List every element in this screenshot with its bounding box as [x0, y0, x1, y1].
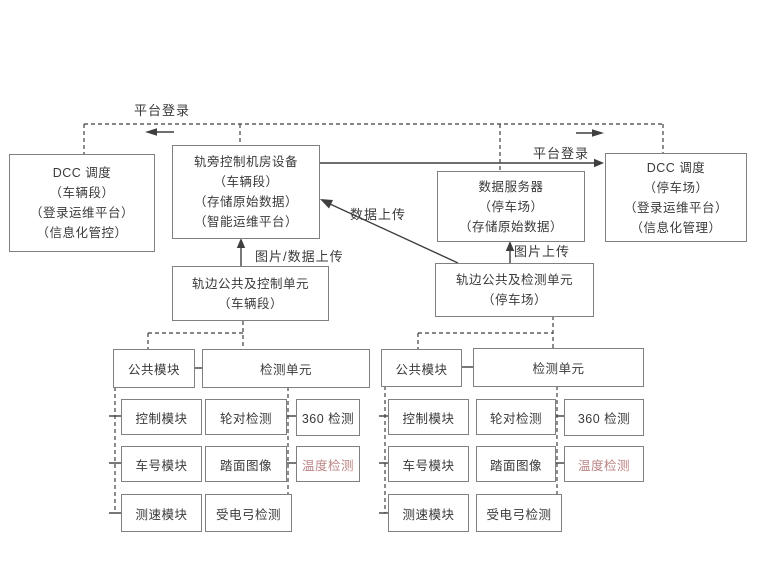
- arrow-room-to-dcc-parking: [318, 158, 604, 168]
- depot-module-360: 360 检测: [296, 399, 360, 436]
- label-pic-upload: 图片上传: [514, 244, 571, 259]
- node-trackside-room: 轨旁控制机房设备 （车辆段） （存储原始数据） （智能运维平台）: [172, 145, 320, 239]
- node-line: 数据服务器: [478, 179, 544, 194]
- depot-module-speed: 测速模块: [121, 494, 202, 532]
- dashed-login-bus: [83, 123, 664, 172]
- node-line: （登录运维平台）: [623, 200, 728, 215]
- node-line: （信息化管控）: [36, 226, 128, 240]
- node-line: （存储原始数据）: [458, 219, 563, 234]
- parking-module-wheelset: 轮对检测: [476, 399, 556, 435]
- depot-module-tread-image: 踏面图像: [205, 446, 287, 482]
- parking-module-control: 控制模块: [388, 399, 469, 435]
- node-line: 轨边公共及检测单元: [455, 273, 573, 287]
- depot-module-wheelset: 轮对检测: [205, 399, 287, 435]
- node-line: （信息化管理）: [630, 220, 722, 235]
- depot-detect-unit: 检测单元: [202, 349, 370, 388]
- node-line: DCC 调度: [52, 166, 112, 180]
- parking-module-360: 360 检测: [564, 399, 644, 436]
- node-line: （停车场）: [643, 180, 709, 195]
- node-det-unit-parking: 轨边公共及检测单元 （停车场）: [435, 263, 594, 317]
- node-line: DCC 调度: [646, 160, 706, 175]
- node-data-server: 数据服务器 （停车场） （存储原始数据）: [437, 171, 585, 242]
- node-line: （存储原始数据）: [193, 195, 298, 209]
- node-line: （车辆段）: [213, 175, 279, 189]
- arrow-detunit-to-server: [505, 241, 515, 263]
- node-line: （车辆段）: [49, 186, 115, 200]
- arrow-detunit-to-room-diagonal: [320, 199, 459, 264]
- node-line: 轨边公共及控制单元: [191, 276, 309, 291]
- node-line: （登录运维平台）: [29, 206, 134, 220]
- node-dcc-parking: DCC 调度 （停车场） （登录运维平台） （信息化管理）: [605, 153, 747, 242]
- depot-module-control: 控制模块: [121, 399, 202, 435]
- depot-module-temperature: 温度检测: [296, 446, 360, 482]
- parking-module-pantograph: 受电弓检测: [476, 494, 562, 532]
- arrow-ctrlunit-to-room: [236, 238, 246, 266]
- parking-detect-unit: 检测单元: [473, 348, 644, 387]
- node-line: （智能运维平台）: [193, 215, 298, 229]
- label-data-upload: 数据上传: [350, 207, 407, 222]
- right-direction-arrow-icon: [576, 129, 604, 137]
- parking-module-speed: 测速模块: [388, 494, 469, 532]
- node-line: （停车场）: [481, 293, 547, 307]
- depot-module-pantograph: 受电弓检测: [205, 494, 292, 532]
- label-platform-login-right: 平台登录: [533, 146, 590, 161]
- connector-stubs: [109, 366, 565, 514]
- depot-cluster-dashed-tree: [114, 321, 289, 521]
- parking-module-carnumber: 车号模块: [388, 446, 469, 482]
- parking-common-module: 公共模块: [381, 349, 462, 387]
- label-pic-data-upload: 图片/数据上传: [255, 249, 344, 264]
- depot-module-carnumber: 车号模块: [121, 446, 202, 482]
- node-ctrl-unit-depot: 轨边公共及控制单元 （车辆段）: [172, 266, 329, 321]
- node-line: 轨旁控制机房设备: [193, 155, 298, 169]
- label-platform-login-left: 平台登录: [134, 103, 191, 118]
- left-direction-arrow-icon: [145, 128, 174, 136]
- parking-module-temperature: 温度检测: [564, 446, 644, 482]
- node-dcc-depot: DCC 调度 （车辆段） （登录运维平台） （信息化管控）: [9, 154, 155, 252]
- node-line: （车辆段）: [217, 296, 283, 311]
- parking-module-tread-image: 踏面图像: [476, 446, 556, 482]
- depot-common-module: 公共模块: [113, 349, 195, 388]
- node-line: （停车场）: [478, 199, 544, 214]
